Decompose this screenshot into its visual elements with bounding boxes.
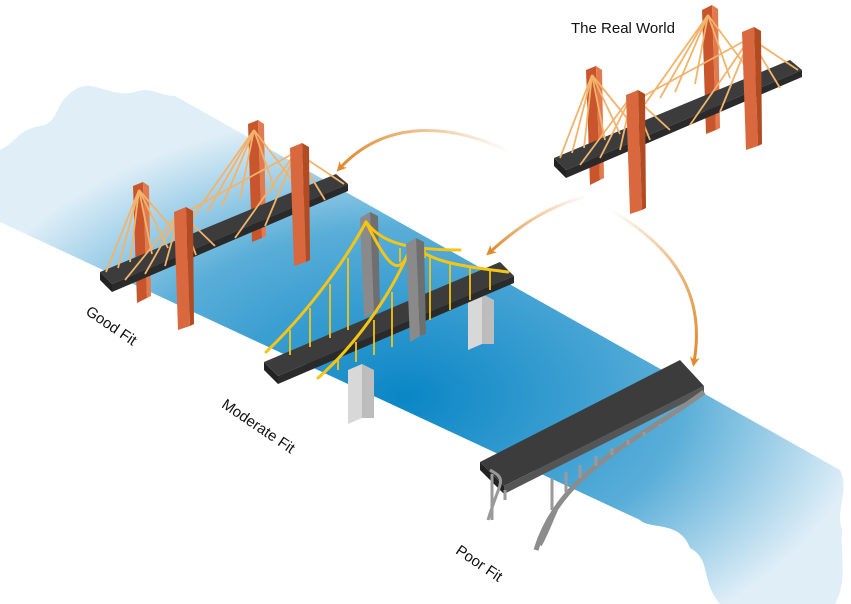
pylon <box>290 143 306 266</box>
deck <box>480 360 704 486</box>
real-world-label: The Real World <box>571 20 675 37</box>
real-world-bridge <box>554 5 802 214</box>
moderate-fit-bridge <box>264 212 514 424</box>
support-pillar <box>348 364 362 424</box>
poor-fit-bridge <box>480 360 706 551</box>
arch <box>533 389 706 551</box>
pylon <box>742 27 758 150</box>
deck <box>554 60 802 170</box>
tower <box>360 212 374 318</box>
pylon <box>174 207 190 330</box>
arrow-to-good-fit <box>336 129 511 172</box>
arrow-to-moderate-fit <box>486 194 589 256</box>
deck <box>264 262 514 376</box>
support-pillar <box>468 294 482 350</box>
river <box>0 85 844 604</box>
good-fit-bridge <box>100 120 348 330</box>
deck <box>100 174 348 284</box>
tower <box>406 238 420 342</box>
arrow-to-poor-fit <box>609 208 700 367</box>
pylon <box>626 90 642 214</box>
